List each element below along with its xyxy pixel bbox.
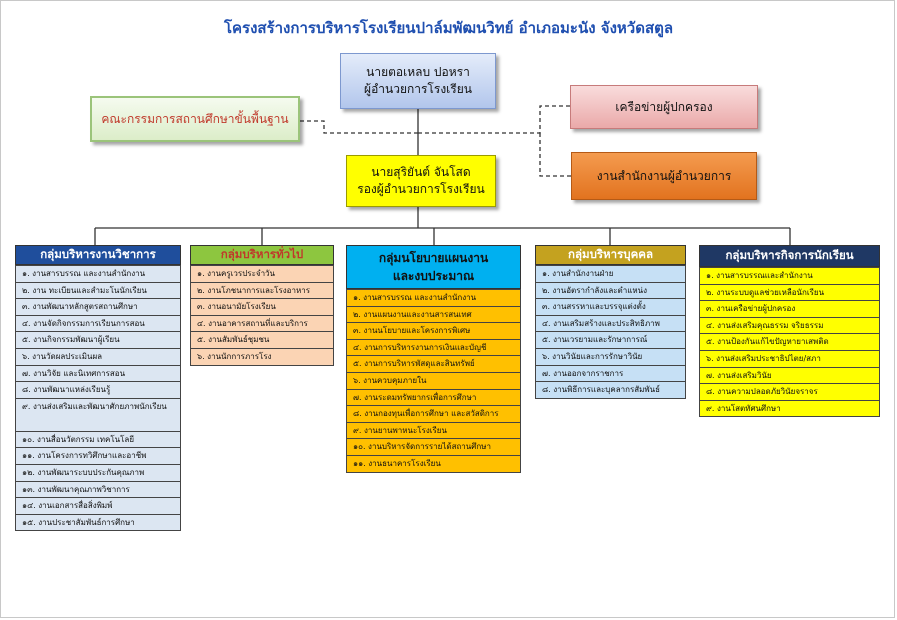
group-academic-item: ๓. งานพัฒนาหลักสูตรสถานศึกษา (16, 298, 180, 315)
group-academic-item: ๑๓. งานพัฒนาคุณภาพวิชาการ (16, 480, 180, 498)
group-academic-item: ๗. งานวิจัย และนิเทศการสอน (16, 364, 180, 382)
group-policy-item: ๕. งานการบริหารพัสดุและสินทรัพย์ (347, 355, 520, 372)
group-general-item: ๒. งานโภชนาการและโรงอาหาร (191, 281, 333, 299)
group-general-item: ๕. งานสัมพันธ์ชุมชน (191, 331, 333, 348)
group-student-title: กลุ่มบริหารกิจการนักเรียน (699, 245, 880, 267)
group-personnel-item: ๑. งานสำนักงานฝ่าย (536, 265, 685, 282)
group-student: กลุ่มบริหารกิจการนักเรียน ๑. งานสารบรรณแ… (699, 245, 880, 418)
group-policy-item: ๔. งานการบริหารงานการเงินและบัญชี (347, 338, 520, 356)
group-general-item: ๓. งานอนามัยโรงเรียน (191, 298, 333, 315)
group-policy-item: ๗. งานระดมทรัพยากรเพื่อการศึกษา (347, 388, 520, 406)
group-policy-item: ๘. งานกองทุนเพื่อการศึกษา และสวัสดิการ (347, 405, 520, 422)
committee-label: คณะกรรมการสถานศึกษาขั้นพื้นฐาน (101, 111, 289, 126)
group-personnel: กลุ่มบริหารบุคคล ๑. งานสำนักงานฝ่าย๒. งา… (535, 245, 686, 399)
group-policy-title: กลุ่มนโยบายแผนงาน และงบประมาณ (346, 245, 521, 289)
group-policy-list: ๑. งานสารบรรณ และงานสำนักงาน๒. งานแผนงาน… (346, 289, 521, 473)
director-office-box: งานสำนักงานผู้อำนวยการ (571, 152, 757, 200)
group-student-item: ๔. งานส่งเสริมคุณธรรม จริยธรรม (700, 316, 879, 334)
group-student-item: ๖. งานส่งเสริมประชาธิปไตย/สภา (700, 349, 879, 367)
group-personnel-item: ๘. งานพิธีการและบุคลากรสัมพันธ์ (536, 381, 685, 398)
group-student-item: ๙. งานโสตทัศนศึกษา (700, 399, 879, 417)
deputy-name: นายสุริยันต์ จันโสด (371, 165, 471, 179)
group-student-item: ๗. งานส่งเสริมวินัย (700, 366, 879, 384)
committee-box: คณะกรรมการสถานศึกษาขั้นพื้นฐาน (90, 96, 300, 142)
group-academic-item: ๑๐. งานสื่อนวัตกรรม เทคโนโลยี (16, 430, 180, 448)
parents-network-label: เครือข่ายผู้ปกครอง (615, 99, 713, 114)
group-policy-item: ๑๐. งานบริหารจัดการรายได้สถานศึกษา (347, 438, 520, 455)
group-student-item: ๕. งานป้องกันแก้ไขปัญหายาเสพติด (700, 333, 879, 350)
group-general-title: กลุ่มบริหารทั่วไป (190, 245, 334, 265)
group-personnel-list: ๑. งานสำนักงานฝ่าย๒. งานอัตรากำลังและตำแ… (535, 265, 686, 399)
group-policy: กลุ่มนโยบายแผนงาน และงบประมาณ ๑. งานสารบ… (346, 245, 521, 473)
deputy-position: รองผู้อำนวยการโรงเรียน (357, 182, 485, 196)
group-academic-item: ๑๔. งานเอกสารสื่อสิ่งพิมพ์ (16, 497, 180, 514)
group-academic-item: ๔. งานจัดกิจกรรมการเรียนการสอน (16, 314, 180, 332)
director-position: ผู้อำนวยการโรงเรียน (364, 82, 472, 96)
group-academic-item: ๒. งาน ทะเบียนและสำมะโนนักเรียน (16, 281, 180, 299)
group-academic-item: ๙. งานส่งเสริมและพัฒนาศักยภาพนักเรียน (16, 397, 180, 431)
group-academic-item: ๑๑. งานโครงการทวิศึกษาและอาชีพ (16, 447, 180, 464)
group-personnel-item: ๓. งานสรรหาและบรรจุแต่งตั้ง (536, 298, 685, 315)
group-policy-item: ๓. งานนโยบายและโครงการพิเศษ (347, 322, 520, 339)
group-student-item: ๒. งานระบบดูแลช่วยเหลือนักเรียน (700, 283, 879, 301)
group-personnel-item: ๕. งานเวรยามและรักษาการณ์ (536, 331, 685, 348)
group-personnel-item: ๔. งานเสริมสร้างและประสิทธิภาพ (536, 314, 685, 332)
group-academic-item: ๑๒. งานพัฒนาระบบประกันคุณภาพ (16, 463, 180, 481)
group-academic-item: ๑๕. งานประชาสัมพันธ์การศึกษา (16, 513, 180, 531)
committee-dashed-line (300, 120, 418, 134)
group-student-item: ๓. งานเครือข่ายผู้ปกครอง (700, 300, 879, 317)
parents-dashed-line (418, 105, 570, 134)
group-personnel-item: ๖. งานวินัยและการรักษาวินัย (536, 347, 685, 365)
group-policy-item: ๑๑. งานธนาคารโรงเรียน (347, 454, 520, 472)
group-academic-item: ๕. งานกิจกรรมพัฒนาผู้เรียน (16, 331, 180, 348)
group-general-item: ๔. งานอาคารสถานที่และบริการ (191, 314, 333, 332)
group-policy-item: ๒. งานแผนงานและงานสารสนเทศ (347, 305, 520, 323)
group-student-item: ๑. งานสารบรรณและสำนักงาน (700, 267, 879, 284)
group-general: กลุ่มบริหารทั่วไป ๑. งานครูเวรประจำวัน๒.… (190, 245, 334, 366)
office-dashed-line (539, 133, 571, 177)
group-academic-title: กลุ่มบริหารงานวิชาการ (15, 245, 181, 265)
page-title: โครงสร้างการบริหารโรงเรียนปาล์มพัฒนวิทย์… (223, 19, 674, 37)
deputy-box: นายสุริยันต์ จันโสด รองผู้อำนวยการโรงเรี… (346, 155, 496, 207)
group-academic-item: ๑. งานสารบรรณ และงานสำนักงาน (16, 265, 180, 282)
parents-network-box: เครือข่ายผู้ปกครอง (570, 85, 758, 129)
group-personnel-item: ๗. งานออกจากราชการ (536, 364, 685, 382)
group-policy-item: ๑. งานสารบรรณ และงานสำนักงาน (347, 289, 520, 306)
group-general-item: ๑. งานครูเวรประจำวัน (191, 265, 333, 282)
group-personnel-title: กลุ่มบริหารบุคคล (535, 245, 686, 265)
group-student-list: ๑. งานสารบรรณและสำนักงาน๒. งานระบบดูแลช่… (699, 267, 880, 418)
group-policy-item: ๙. งานยานพาหนะโรงเรียน (347, 421, 520, 439)
group-general-item: ๖. งานนักการภารโรง (191, 347, 333, 365)
group-academic-item: ๖. งานวัดผลประเมินผล (16, 347, 180, 365)
director-name: นายตอเหลบ ปอหรา (366, 65, 470, 79)
director-office-label: งานสำนักงานผู้อำนวยการ (596, 168, 732, 183)
group-academic-list: ๑. งานสารบรรณ และงานสำนักงาน๒. งาน ทะเบี… (15, 265, 181, 532)
group-academic: กลุ่มบริหารงานวิชาการ ๑. งานสารบรรณ และง… (15, 245, 181, 532)
group-policy-item: ๖. งานควบคุมภายใน (347, 371, 520, 389)
group-student-item: ๘. งานความปลอดภัยวินัยจราจร (700, 383, 879, 400)
group-general-list: ๑. งานครูเวรประจำวัน๒. งานโภชนาการและโรง… (190, 265, 334, 366)
group-personnel-item: ๒. งานอัตรากำลังและตำแหน่ง (536, 281, 685, 299)
group-academic-item: ๘. งานพัฒนาแหล่งเรียนรู้ (16, 381, 180, 398)
director-box: นายตอเหลบ ปอหรา ผู้อำนวยการโรงเรียน (340, 53, 496, 109)
